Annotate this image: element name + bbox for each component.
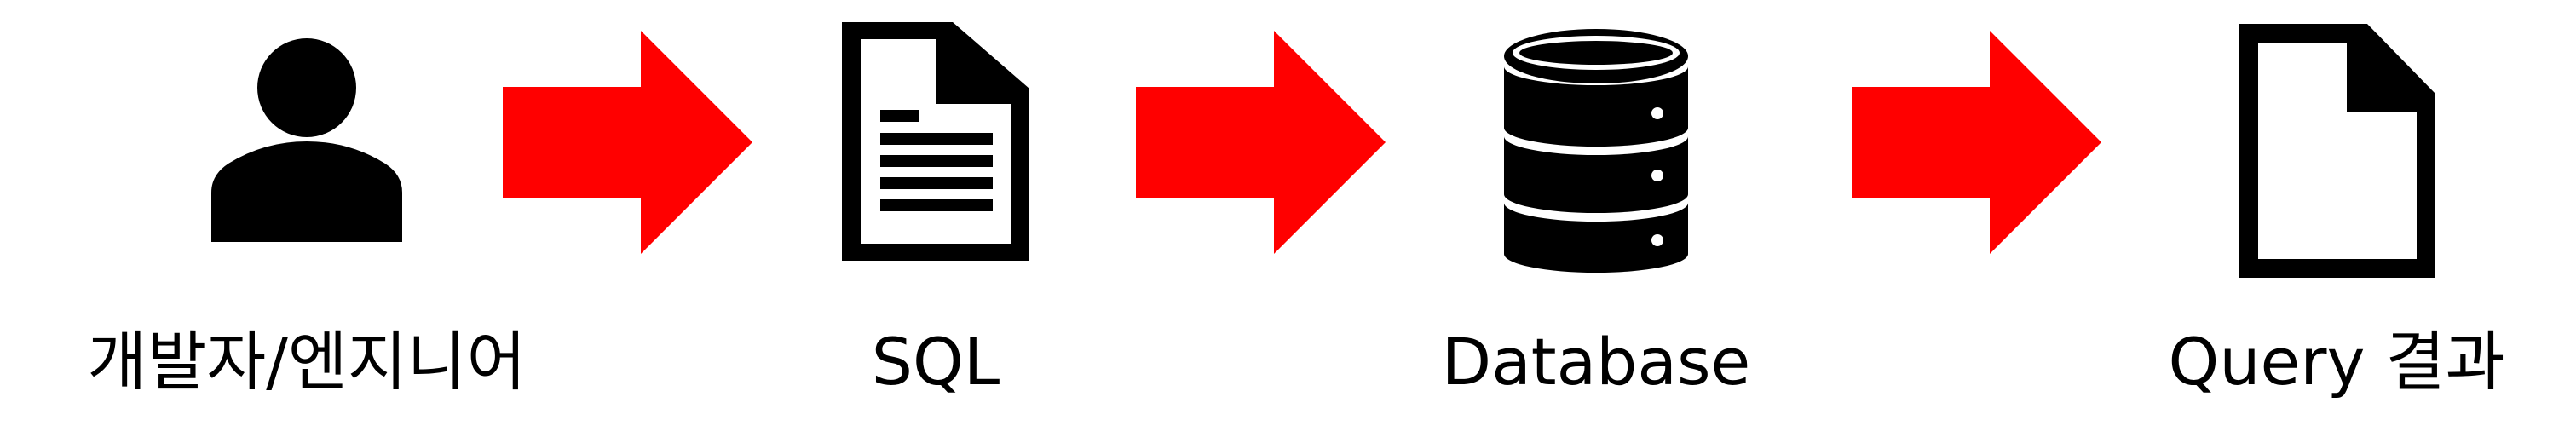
node-label-sql: SQL [871, 324, 1000, 400]
node-label-query-result: Query 결과 [2168, 324, 2505, 400]
arrow-right-icon [1136, 31, 1386, 254]
node-label-database: Database [1441, 324, 1751, 400]
user-icon [211, 38, 402, 242]
database-icon [1504, 29, 1688, 273]
node-label-user: 개발자/엔지니어 [87, 324, 527, 400]
document-text-icon [842, 22, 1029, 261]
document-blank-icon [2239, 24, 2435, 278]
arrow-right-icon [1852, 31, 2101, 254]
arrow-right-icon [503, 31, 752, 254]
